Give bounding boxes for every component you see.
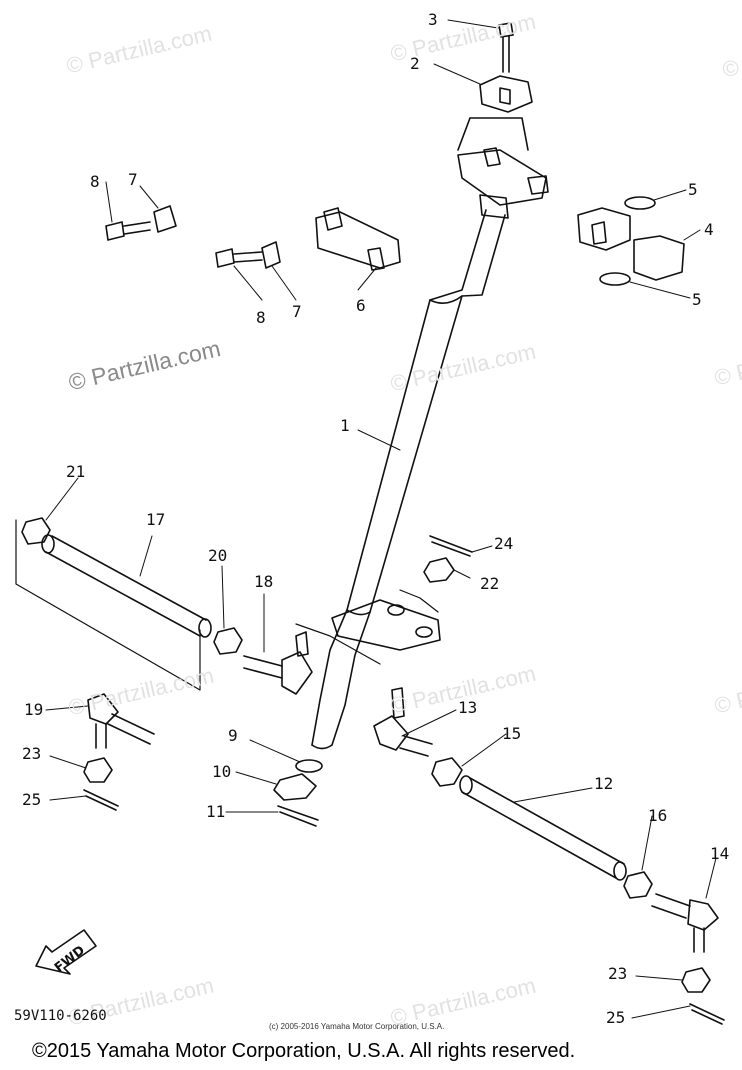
- part-label-14: 14: [710, 844, 730, 863]
- part-label-23-right: 23: [608, 964, 628, 983]
- part-label-2: 2: [410, 54, 420, 73]
- clip-part-7-upper: [153, 205, 177, 233]
- clip-part-7-lower: [261, 241, 281, 269]
- part-label-13: 13: [458, 698, 478, 717]
- part-label-1: 1: [340, 416, 350, 435]
- part-label-19: 19: [24, 700, 44, 719]
- part-label-11: 11: [206, 802, 226, 821]
- part-label-6: 6: [356, 296, 366, 315]
- nut-part-23-left: [83, 757, 113, 783]
- part-label-7-upper: 7: [128, 170, 138, 189]
- part-label-10: 10: [212, 762, 232, 781]
- upper-bracket-part: [457, 147, 549, 206]
- pitman-arm-part: [331, 599, 441, 651]
- tie-rod-part-12: [459, 775, 627, 881]
- part-label-15: 15: [502, 724, 522, 743]
- assembly-guide-lines: [15, 519, 439, 691]
- part-label-7-lower: 7: [292, 302, 302, 321]
- part-label-22: 22: [480, 574, 500, 593]
- cotter-pin-part-25-left: [83, 789, 119, 811]
- part-label-25-left: 25: [22, 790, 42, 809]
- washer-part-5-top: [624, 196, 656, 210]
- label-leader-lines: [45, 19, 717, 1019]
- nut-part-15: [431, 757, 463, 787]
- bushing-part-4: [577, 207, 685, 281]
- nut-part-16: [623, 871, 653, 899]
- part-label-5-bottom: 5: [692, 290, 702, 309]
- nut-part-20: [213, 627, 243, 655]
- tie-rod-end-part-13: [373, 687, 433, 757]
- part-label-23-left: 23: [22, 744, 42, 763]
- washer-part-9: [295, 759, 323, 773]
- part-label-8-upper: 8: [90, 172, 100, 191]
- steering-shaft-part: [311, 194, 509, 750]
- tie-rod-part-17: [41, 534, 212, 638]
- diagram-code: 59V110-6260: [14, 1008, 107, 1024]
- small-copyright-notice: (c) 2005-2016 Yamaha Motor Corporation, …: [269, 1022, 445, 1031]
- nut-part-10: [273, 773, 317, 801]
- cotter-pin-part-24: [429, 535, 473, 557]
- nut-part-23-right: [681, 967, 711, 993]
- part-label-9: 9: [228, 726, 238, 745]
- bracket-part-6: [315, 207, 401, 271]
- footer-copyright: ©2015 Yamaha Motor Corporation, U.S.A. A…: [32, 1040, 576, 1062]
- cotter-pin-part-25-right: [689, 1003, 725, 1025]
- part-label-5-top: 5: [688, 180, 698, 199]
- tie-rod-end-part-14: [651, 893, 719, 953]
- part-label-3-top: 3: [428, 10, 438, 29]
- part-label-21: 21: [66, 462, 86, 481]
- tie-rod-end-part-19: [87, 693, 155, 749]
- part-label-16: 16: [648, 806, 668, 825]
- part-label-17: 17: [146, 510, 166, 529]
- bolt-part-8-upper: [105, 221, 151, 241]
- part-label-4: 4: [704, 220, 714, 239]
- tie-rod-end-part-18: [243, 631, 313, 695]
- part-label-18: 18: [254, 572, 274, 591]
- washer-part-5-bottom: [599, 272, 631, 286]
- part-label-12: 12: [594, 774, 614, 793]
- part-label-20: 20: [208, 546, 228, 565]
- bolt-part-3: [498, 22, 514, 73]
- bolt-part-8-lower: [215, 248, 263, 268]
- part-label-25-right: 25: [606, 1008, 626, 1027]
- nut-part-21: [21, 517, 51, 545]
- part-label-24: 24: [494, 534, 514, 553]
- holder-part: [457, 75, 533, 151]
- forward-arrow-icon: [35, 929, 97, 975]
- cotter-pin-part-11: [277, 805, 319, 827]
- part-label-8-lower: 8: [256, 308, 266, 327]
- nut-part-22: [423, 557, 455, 583]
